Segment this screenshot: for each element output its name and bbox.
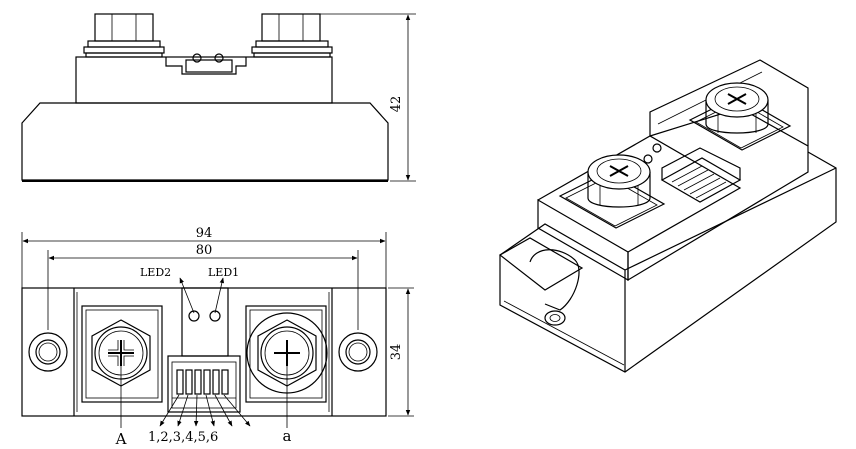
- right-mounting-hole: [338, 332, 378, 372]
- right-terminal-screw: [245, 305, 328, 403]
- isometric-connector: [660, 147, 742, 203]
- terminal-A-label: A: [115, 430, 127, 448]
- left-mounting-hole: [28, 332, 68, 372]
- width-overall-label: 94: [196, 226, 213, 241]
- isometric-right-screw: [705, 82, 769, 134]
- isometric-view: [498, 59, 837, 373]
- top-view: 94 80: [21, 226, 414, 448]
- height-dimension-label: 42: [389, 96, 404, 113]
- side-view: 42: [21, 13, 416, 182]
- control-connector: [167, 355, 241, 413]
- isometric-left-screw: [587, 154, 651, 208]
- led1-label: LED1: [208, 266, 239, 279]
- led2-label: LED2: [140, 266, 171, 279]
- side-view-base: [21, 102, 389, 181]
- side-view-right-screw: [251, 13, 333, 58]
- terminal-a-label: a: [283, 427, 292, 445]
- side-view-left-screw: [83, 13, 165, 58]
- side-view-upper-block: [75, 56, 333, 104]
- control-pins-label: 1,2,3,4,5,6: [148, 430, 218, 445]
- width-holes-label: 80: [196, 243, 213, 258]
- left-terminal-screw: [81, 305, 163, 403]
- depth-dimension-label: 34: [389, 344, 404, 361]
- led2-indicator: [188, 310, 200, 322]
- led1-indicator: [209, 310, 221, 322]
- led-block: [181, 287, 229, 357]
